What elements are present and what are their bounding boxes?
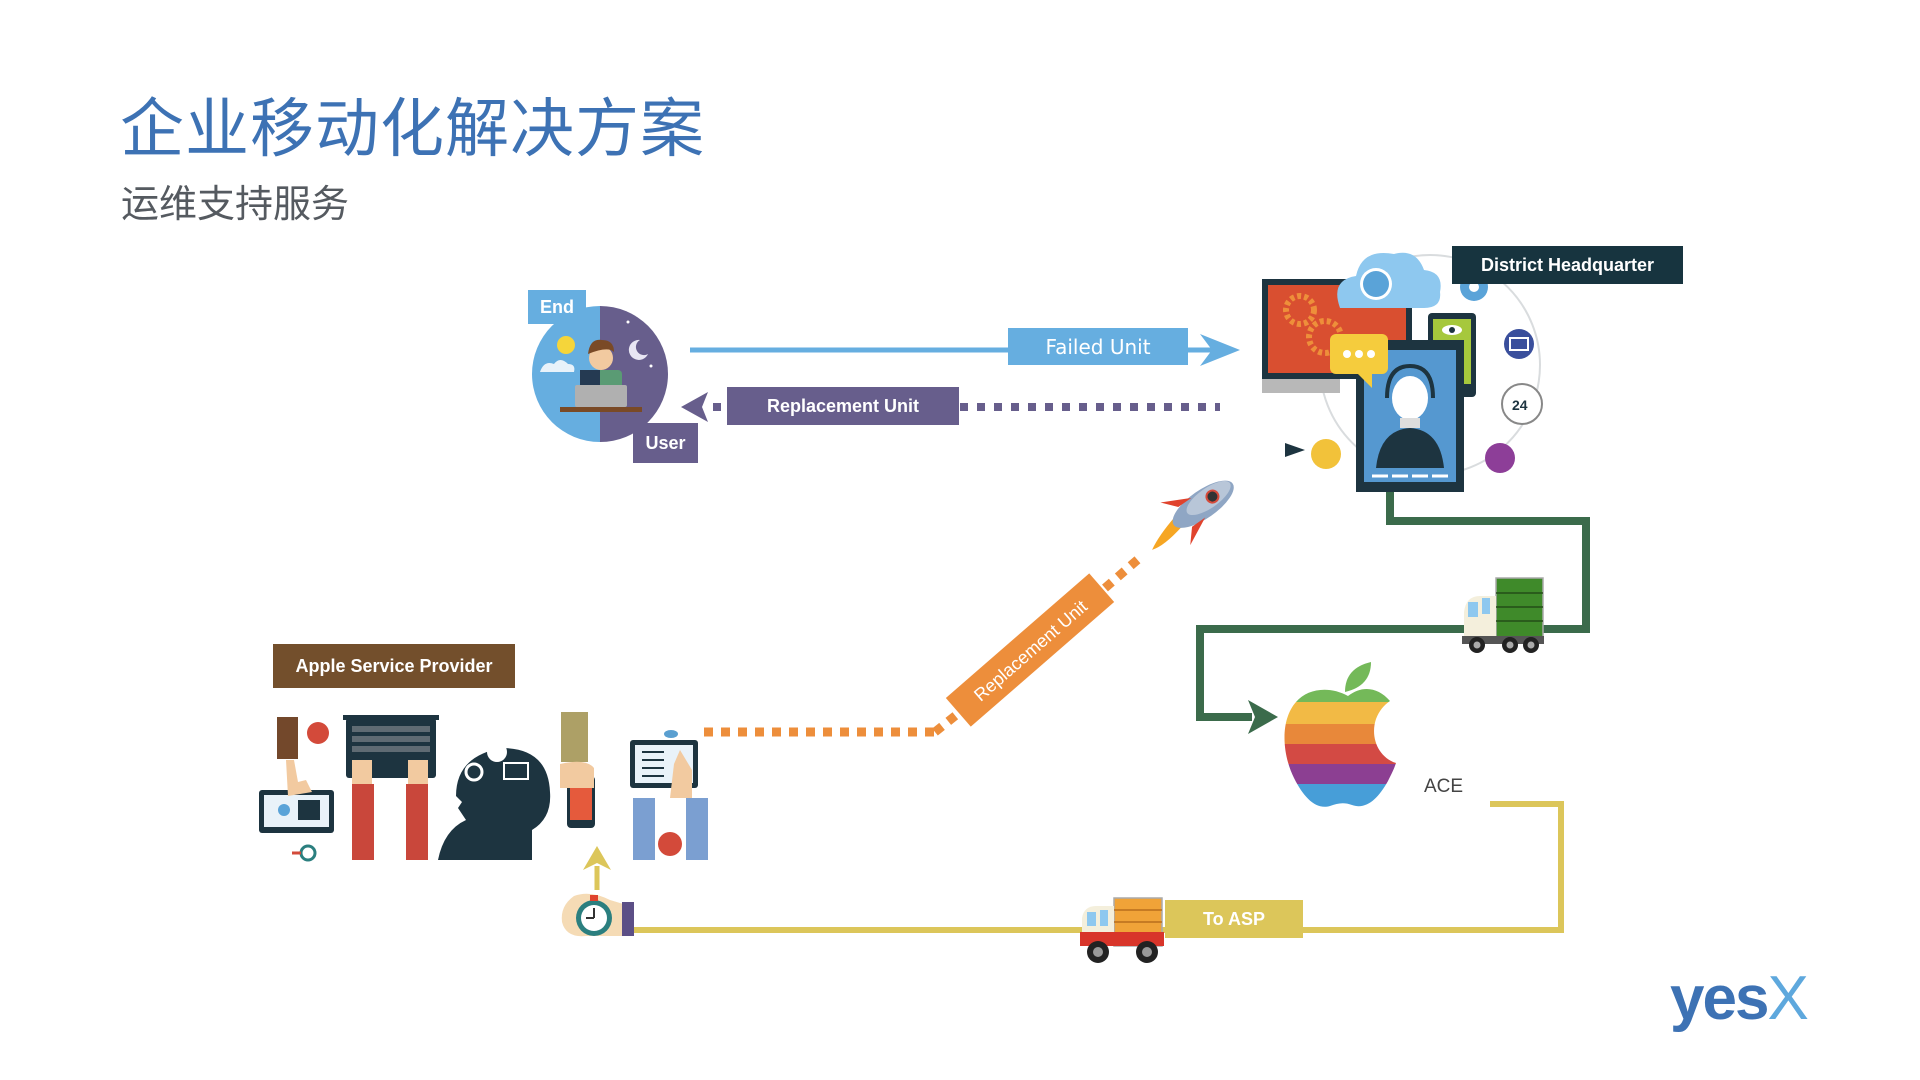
- mail-icon: [1504, 329, 1534, 359]
- yesx-logo: yesX: [1670, 968, 1809, 1030]
- magnifier-icon: [299, 844, 317, 862]
- sun-icon: [557, 336, 575, 354]
- to-asp-label: To ASP: [1203, 908, 1265, 929]
- slide-subtitle: 运维支持服务: [121, 182, 350, 226]
- lightbulb-icon: [487, 742, 507, 762]
- delivery-truck-green-icon: [1462, 577, 1544, 653]
- svg-text:24: 24: [1512, 397, 1528, 413]
- support-24h-icon: [1501, 383, 1543, 425]
- asp-label: Apple Service Provider: [295, 655, 493, 676]
- envelope-icon: [658, 832, 682, 856]
- stopwatch-hand-icon: [561, 893, 634, 937]
- replacement-unit-label: Replacement Unit: [766, 395, 920, 416]
- logo-accent: X: [1767, 964, 1808, 1033]
- thinking-head-icon: [438, 748, 551, 860]
- failed-unit-arrow: [690, 328, 1240, 366]
- ace-label: ACE: [1424, 776, 1464, 797]
- laptop-icon: [575, 385, 627, 407]
- apple-rainbow-logo: [1284, 662, 1396, 807]
- hq-to-ace-arrow: [1196, 492, 1590, 734]
- mouse-icon: [1485, 443, 1515, 473]
- user-label: User: [645, 432, 686, 453]
- eye-icon: [664, 730, 678, 738]
- support-center-icon: + 24: [1262, 252, 1543, 492]
- end-label: End: [540, 296, 574, 317]
- diagonal-label: Replacement Unit: [970, 596, 1091, 705]
- rocket-icon: [1152, 480, 1234, 550]
- cloud-icon: [540, 360, 575, 372]
- slide-title: 企业移动化解决方案: [120, 93, 705, 167]
- chat-icon: [307, 722, 329, 744]
- headset-agent-icon: [1392, 376, 1428, 420]
- rss-icon: [1311, 439, 1341, 469]
- to-asp-arrow: [583, 801, 1564, 938]
- replacement-unit-from-asp-arrow: Replacement Unit: [704, 551, 1146, 737]
- service-provider-illustration: [259, 712, 708, 862]
- delivery-truck-orange-icon: [1080, 897, 1164, 963]
- gear-icon: [1283, 293, 1317, 327]
- replacement-unit-to-user-arrow: [681, 387, 1220, 425]
- district-hq-label: District Headquarter: [1480, 254, 1655, 275]
- moon-icon: [628, 339, 648, 360]
- logo-main: yes: [1670, 964, 1769, 1033]
- failed-unit-label: Failed Unit: [1045, 334, 1151, 359]
